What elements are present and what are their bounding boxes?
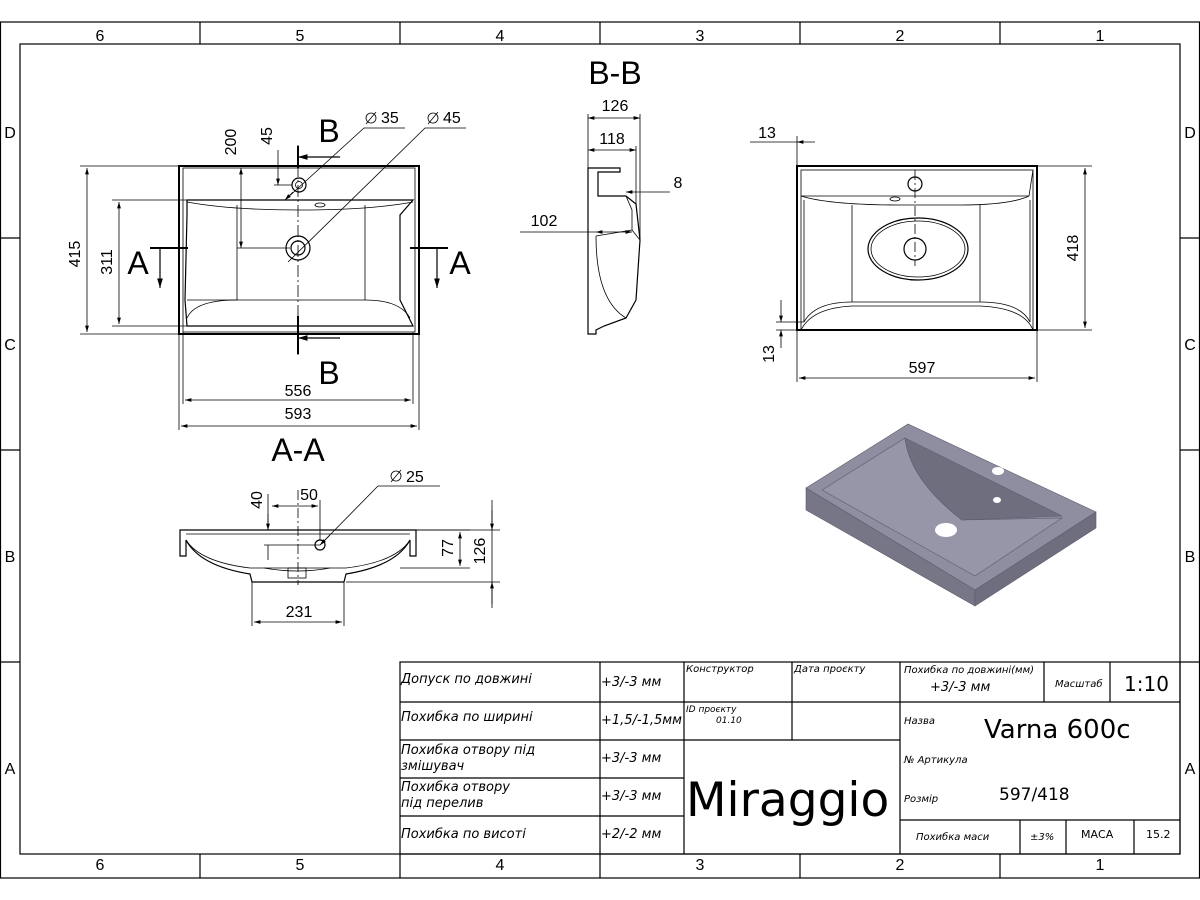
mass-error-value: ±3% — [1030, 832, 1054, 843]
zone-top-2: 2 — [896, 28, 905, 45]
article-label: № Артикула — [903, 755, 968, 766]
tolerance-length-value: +3/-3 мм — [601, 675, 661, 690]
name-label: Назва — [904, 716, 935, 727]
length-tolerance-label: Похибка по довжині(мм) — [904, 664, 1034, 676]
section-b-b-title: B-B — [588, 55, 641, 91]
tolerance-mixer-hole-label-2: змішувач — [401, 759, 465, 774]
zone-left-a: A — [5, 761, 16, 778]
title-block: Допуск по довжині +3/-3 мм Похибка по ши… — [399, 661, 1181, 855]
zone-labels: 6 5 4 3 2 1 6 5 4 3 2 1 D C B A D C B A — [4, 28, 1196, 874]
top-view: A A B B 200 45 35 45 415 — [67, 110, 471, 430]
dim-aa-126: 126 — [472, 538, 489, 565]
tolerance-overflow-label-1: Похибка отвору — [401, 780, 510, 795]
dim-diameter-45: 45 — [443, 110, 461, 127]
dim-415: 415 — [67, 241, 84, 268]
section-marker-a-right: A — [449, 245, 471, 281]
zone-top-1: 1 — [1096, 28, 1105, 45]
front-view: 13 418 13 597 — [750, 125, 1092, 382]
zone-right-d: D — [1184, 125, 1196, 142]
section-a-a-title: A-A — [271, 432, 325, 468]
zone-right-a: A — [1185, 761, 1196, 778]
tolerance-mixer-hole-label-1: Похибка отвору під — [401, 743, 535, 758]
product-name: Varna 600c — [984, 715, 1131, 745]
zone-top-3: 3 — [696, 28, 705, 45]
dim-aa-50: 50 — [300, 487, 318, 504]
section-marker-a-left: A — [127, 245, 149, 281]
tolerance-width-value: +1,5/-1,5мм — [601, 713, 682, 728]
section-a-a: A-A 25 40 50 77 126 231 — [179, 432, 500, 626]
dim-front-13-top: 13 — [758, 125, 776, 142]
mass-value: 15.2 — [1146, 828, 1171, 841]
zone-bottom-1: 1 — [1096, 857, 1105, 874]
dim-45: 45 — [259, 127, 276, 145]
dim-bb-102: 102 — [531, 213, 558, 230]
zone-top-4: 4 — [496, 28, 505, 45]
zone-bottom-6: 6 — [96, 857, 105, 874]
scale-value: 1:10 — [1124, 672, 1169, 696]
tolerance-height-value: +2/-2 мм — [601, 827, 661, 842]
project-date-label: Дата проєкту — [793, 664, 866, 675]
dim-bb-8: 8 — [674, 175, 683, 192]
dim-front-597: 597 — [909, 360, 936, 377]
dim-aa-77: 77 — [440, 539, 457, 557]
tolerance-mixer-hole-value: +3/-3 мм — [601, 751, 661, 766]
zone-right-b: B — [1185, 549, 1196, 566]
section-marker-b-bottom: B — [318, 355, 339, 391]
dim-200: 200 — [223, 129, 240, 156]
basin-3d-render — [805, 423, 1097, 607]
scale-label: Масштаб — [1055, 678, 1103, 690]
constructor-label: Конструктор — [686, 664, 754, 675]
dim-bb-118: 118 — [599, 131, 625, 148]
zone-top-5: 5 — [296, 28, 305, 45]
dim-front-13-bottom: 13 — [761, 345, 778, 363]
dim-diameter-35: 35 — [381, 110, 399, 127]
zone-left-c: C — [4, 337, 16, 354]
dim-556: 556 — [285, 383, 312, 400]
section-b-b: B-B 126 118 8 102 — [520, 55, 683, 335]
tolerance-width-label: Похибка по ширині — [401, 710, 533, 725]
mass-error-label: Похибка маси — [916, 831, 990, 843]
tolerance-length-label: Допуск по довжині — [400, 672, 532, 687]
tolerance-overflow-value: +3/-3 мм — [601, 789, 661, 804]
project-id-value: 01.10 — [716, 716, 742, 726]
project-id-label: ID проєкту — [686, 705, 737, 715]
zone-left-d: D — [4, 125, 16, 142]
length-tolerance-value: +3/-3 мм — [930, 680, 990, 695]
tolerance-overflow-label-2: під перелив — [401, 796, 483, 811]
mass-label: МАСА — [1081, 828, 1114, 841]
zone-bottom-5: 5 — [296, 857, 305, 874]
section-marker-b-top: B — [318, 113, 339, 149]
dim-aa-40: 40 — [249, 491, 266, 509]
size-label: Розмір — [904, 793, 938, 805]
size-value: 597/418 — [999, 785, 1070, 805]
brand-logo-text: Miraggio — [686, 773, 889, 828]
dim-aa-231: 231 — [286, 604, 313, 621]
zone-right-c: C — [1184, 337, 1196, 354]
dim-front-418: 418 — [1065, 235, 1082, 262]
dim-bb-126: 126 — [602, 98, 629, 115]
dim-diameter-25: 25 — [406, 469, 424, 486]
zone-bottom-4: 4 — [496, 857, 505, 874]
zone-top-6: 6 — [96, 28, 105, 45]
tolerance-height-label: Похибка по висоті — [401, 827, 526, 842]
zone-left-b: B — [5, 549, 16, 566]
zone-bottom-2: 2 — [896, 857, 905, 874]
dim-311: 311 — [99, 249, 116, 275]
dim-593: 593 — [285, 406, 312, 423]
zone-bottom-3: 3 — [696, 857, 705, 874]
